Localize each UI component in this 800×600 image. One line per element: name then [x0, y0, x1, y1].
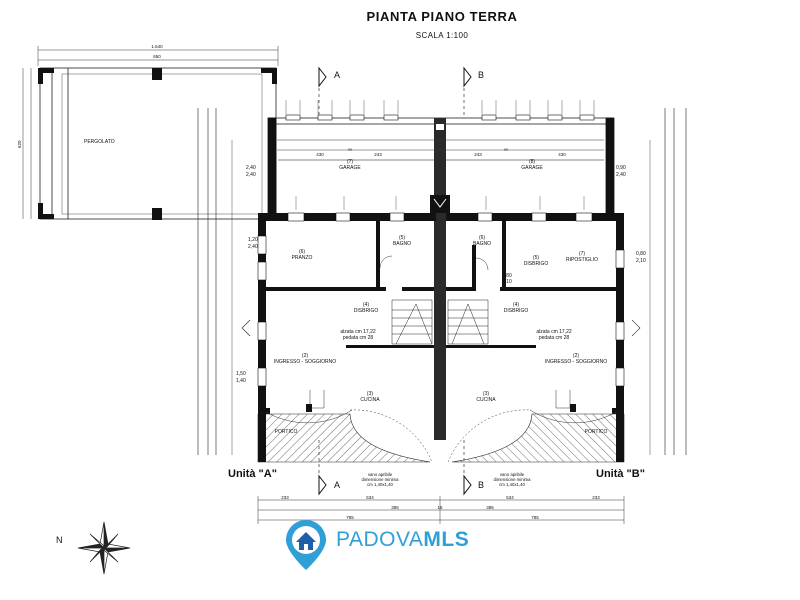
room-b-garage: (8)GARAGE	[521, 159, 543, 171]
dim-h-b: H	[504, 147, 508, 152]
stairs	[391, 299, 489, 345]
unit-b-label: Unità "B"	[596, 468, 645, 480]
room-b-ingresso: (2)INGRESSO - SOGGIORNO	[544, 353, 608, 365]
compass-rose	[77, 521, 131, 575]
section-b-bottom: B	[478, 480, 485, 490]
brand-name-mls: MLS	[423, 528, 470, 551]
portico-a	[257, 413, 431, 463]
dim-garage-b: 243	[474, 152, 482, 157]
room-a-ingresso: (2)INGRESSO - SOGGIORNO	[273, 353, 337, 365]
dim-window-8: 2,40	[616, 172, 626, 178]
dim-garage-a: 430	[316, 152, 324, 157]
room-b-disbrigo-small: (5)DISBRIGO	[523, 255, 549, 267]
dim-bottom-b-2: 233	[592, 495, 600, 500]
dim-pergola-1: 1.640	[151, 44, 163, 49]
dim-window-3: 1,20	[248, 237, 258, 243]
room-a-garage: (7)GARAGE	[339, 159, 361, 171]
dim-h-a: H	[348, 147, 352, 152]
pergolato-posts	[38, 68, 277, 220]
room-b-ripostiglio: (7)RIPOSTIGLIO	[566, 251, 598, 263]
dim-window-7: 0,90	[616, 165, 626, 171]
dim-window-12: 2,10	[636, 258, 646, 264]
dim-total-a: 785	[346, 515, 354, 520]
dim-pergola-side: 620	[17, 140, 22, 148]
dim-bottom-a-1: 233	[281, 495, 289, 500]
dim-garage-b2: 430	[558, 152, 566, 157]
dim-garage-a2: 243	[374, 152, 382, 157]
section-b-top: B	[478, 70, 485, 80]
dim-window-1: 2,40	[246, 165, 256, 171]
unit-a-label: Unità "A"	[228, 468, 277, 480]
room-b-bagno: (6)BAGNO	[472, 235, 492, 247]
dim-window-4: 2,40	[248, 244, 258, 250]
room-a-disbrigo: (4)DISBRIGO	[353, 302, 379, 314]
portico-b	[451, 413, 625, 463]
room-a-cucina: (3)CUCINA	[360, 391, 380, 403]
dim-window-9: 0,80	[502, 273, 512, 279]
dim-window-10: 2,10	[502, 279, 512, 285]
dim-window-11: 0,80	[636, 251, 646, 257]
pergolato-outline	[39, 67, 277, 220]
dim-bottom-a-3: 385	[391, 505, 399, 510]
room-b-portico: PORTICO	[584, 429, 608, 435]
room-b-cucina: (3)CUCINA	[476, 391, 496, 403]
dim-bottom-b-1: 534	[506, 495, 514, 500]
compass-north-label: N	[56, 535, 63, 545]
dim-window-6: 1,40	[236, 378, 246, 384]
drawing-scale: SCALA 1:100	[415, 31, 469, 40]
room-a-pranzo: (6)PRANZO	[291, 249, 313, 261]
dim-pergola-2: 650	[153, 54, 161, 59]
dim-bottom-b-3: 385	[486, 505, 494, 510]
dim-bottom-a-2: 534	[366, 495, 374, 500]
map-pin-icon	[286, 520, 326, 570]
section-marks-top	[318, 66, 472, 496]
dim-bottom-mid: 15	[437, 505, 443, 510]
room-a-bagno: (5)BAGNO	[392, 235, 412, 247]
room-b-disbrigo: (4)DISBRIGO	[503, 302, 529, 314]
brand-name-padova: PADOVA	[336, 528, 424, 551]
dim-window-2: 2,40	[246, 172, 256, 178]
interior-partitions	[266, 221, 616, 348]
dim-total-b: 785	[531, 515, 539, 520]
party-wall	[434, 118, 446, 440]
padova-mls-logo: PADOVAMLS	[286, 520, 469, 560]
section-a-bottom: A	[334, 480, 341, 490]
section-a-top: A	[334, 70, 341, 80]
dim-window-5: 1,50	[236, 371, 246, 377]
pergolato-label: PERGOLATO	[84, 139, 115, 145]
drawing-title: PIANTA PIANO TERRA	[366, 9, 518, 24]
room-a-portico: PORTICO	[274, 429, 298, 435]
